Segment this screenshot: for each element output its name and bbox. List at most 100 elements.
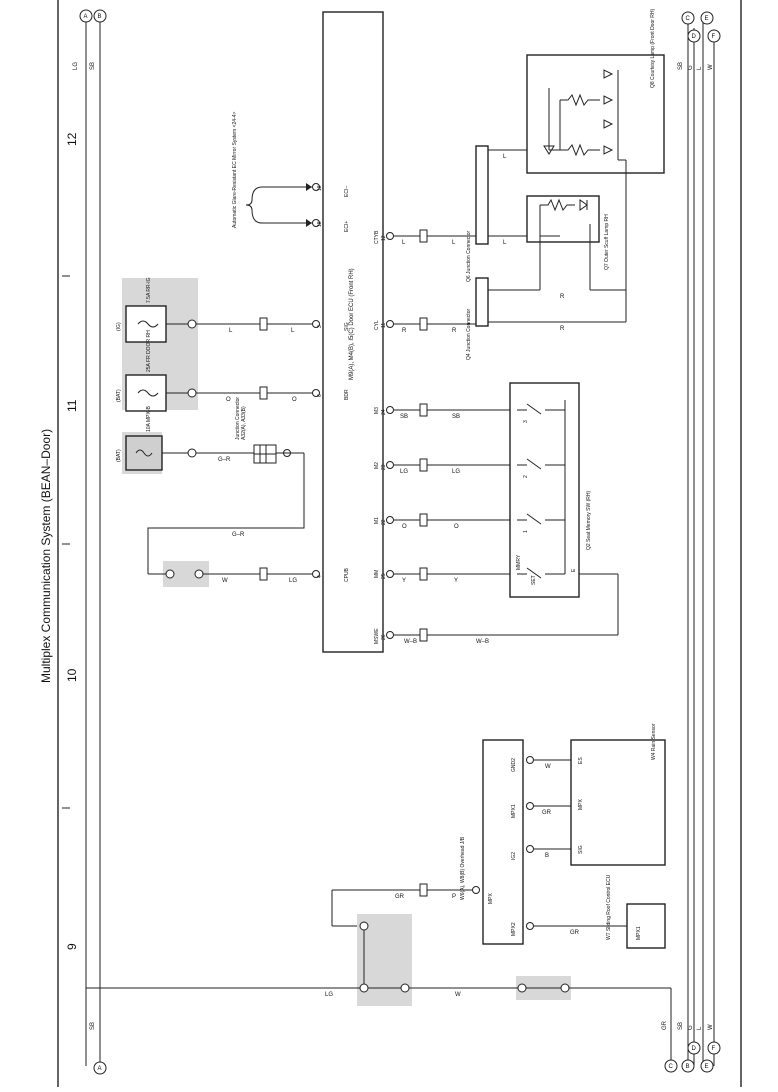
wire-color-g-right: G: [688, 65, 694, 70]
wire-color-sb-bottom: SB: [90, 1022, 96, 1030]
column-numbers: 12 11 10 9: [62, 132, 79, 950]
svg-text:LG: LG: [452, 469, 460, 475]
wire-color-lg-top: LG: [73, 62, 79, 70]
wire-label-bottom-w: W: [455, 992, 461, 998]
wire-label-gr: G–R: [218, 457, 231, 463]
wire-color-g-bottom: G: [688, 1025, 694, 1030]
q8-label: Q8 Courtesy Lamp (Front Door RH): [650, 8, 656, 88]
svg-text:C: C: [669, 1064, 674, 1070]
fuse-mpx-source: (BAT): [116, 449, 122, 462]
svg-text:ECI+: ECI+: [344, 221, 350, 232]
junction-connector-label: Junction Connector: [235, 397, 241, 440]
column-10: 10: [65, 668, 79, 682]
ec-mirror-link: Automatic Glare-Resistant EC Mirror Syst…: [232, 111, 312, 228]
edge-ref-c-top: C: [681, 11, 695, 25]
svg-text:CPUB: CPUB: [344, 567, 350, 582]
wire-color-l-right: L: [697, 66, 703, 70]
svg-text:LG: LG: [400, 469, 408, 475]
wire-color-gr-bottom: GR: [662, 1020, 668, 1030]
svg-text:6: 6: [317, 394, 323, 397]
svg-text:GND2: GND2: [511, 758, 517, 772]
svg-text:SET: SET: [531, 575, 537, 585]
switch-icon: [526, 458, 542, 470]
wire-m3: SB SB: [394, 403, 513, 420]
svg-text:2: 2: [523, 475, 529, 478]
wire-color-l-bottom: L: [697, 1026, 703, 1030]
wire-label-lg: LG: [289, 578, 297, 584]
svg-text:MMRY: MMRY: [516, 554, 522, 570]
wire-label-ig-2: L: [291, 328, 295, 334]
svg-text:D: D: [692, 1046, 697, 1052]
svg-text:R: R: [560, 326, 565, 332]
svg-text:W–B: W–B: [404, 639, 417, 645]
wire-label-bat: O: [226, 397, 231, 403]
bottom-connectors: [359, 921, 410, 993]
edge-ref-c-bottom: C: [664, 1059, 678, 1073]
svg-text:SIG: SIG: [344, 322, 350, 331]
edge-ref-f-top: F: [707, 29, 721, 43]
svg-text:O: O: [402, 524, 407, 530]
junction-connector-a32: G–R Junction Connector A32(A), A33(B): [196, 397, 304, 464]
wire-color-sb-top: SB: [90, 62, 96, 70]
svg-text:24: 24: [381, 409, 387, 415]
fuse-mpx-rating: 10A MPX-B: [146, 405, 152, 432]
lamp-icon: [603, 95, 614, 105]
sliding-roof-label: W7 Sliding Roof Control ECU: [606, 874, 612, 940]
wire-overhead-mpx: P GR: [331, 883, 472, 927]
wire-cyl-q4: R R: [394, 317, 476, 334]
fuse-ig: (IG) 7.5A RR-IG: [116, 277, 197, 343]
svg-text:MPX: MPX: [578, 799, 584, 811]
svg-text:4: 4: [317, 575, 323, 578]
svg-text:25: 25: [381, 573, 387, 579]
wire-color-sb-bottom-right: SB: [678, 1022, 684, 1030]
svg-text:3: 3: [523, 420, 529, 423]
wire-color-sb-right: SB: [678, 62, 684, 70]
diagram-title: Multiplex Communication System (BEAN–Doo…: [39, 429, 53, 683]
overhead-jb: MPX IG2 MPX1 GND2 MPX2 W6(A), W8(B) Over…: [460, 739, 534, 945]
edge-ref-a-bottom: A: [93, 1061, 107, 1075]
wire-m2: LG LG: [394, 458, 513, 475]
wire-label-bottom-lg: LG: [325, 992, 333, 998]
outer-scuff-lamp-q7: Q7 Outer Scuff Lamp RH: [526, 195, 626, 291]
svg-text:CTYB: CTYB: [374, 230, 380, 244]
lamp-icon: [579, 199, 588, 211]
svg-text:A: A: [98, 1066, 102, 1072]
svg-text:B: B: [686, 1064, 690, 1070]
ec-mirror-label: Automatic Glare-Resistant EC Mirror Syst…: [232, 111, 238, 228]
bottom-connectors-2: [517, 983, 570, 993]
overhead-jb-label: W6(A), W8(B) Overhead J/B: [460, 836, 466, 900]
column-9: 9: [65, 943, 79, 950]
wire-label-bat-2: O: [292, 397, 297, 403]
switch-icon: [526, 567, 542, 579]
svg-text:GR: GR: [542, 810, 552, 816]
svg-text:M3: M3: [374, 407, 380, 414]
svg-text:F: F: [712, 1046, 716, 1052]
svg-text:Y: Y: [454, 578, 458, 584]
svg-text:B: B: [545, 853, 549, 859]
edge-ref-d-bottom: D: [687, 1041, 701, 1055]
svg-text:GR: GR: [570, 930, 580, 936]
svg-text:1: 1: [523, 530, 529, 533]
svg-text:P: P: [452, 894, 456, 900]
edge-ref-e-bottom: E: [700, 1059, 714, 1073]
rain-sensor-w4: W GR B ES MPX SIG W4 Rain Sensor: [534, 723, 666, 866]
svg-text:SB: SB: [400, 414, 408, 420]
connector-ig: [259, 317, 268, 331]
svg-text:MPX1: MPX1: [511, 804, 517, 818]
svg-text:O: O: [454, 524, 459, 530]
svg-text:A: A: [84, 14, 88, 20]
svg-text:23: 23: [381, 464, 387, 470]
svg-text:E: E: [705, 16, 709, 22]
svg-text:E: E: [705, 1064, 709, 1070]
svg-text:F: F: [712, 34, 716, 40]
svg-text:MPX: MPX: [488, 893, 494, 905]
sliding-roof-ecu-w7: GR MPX1 W7 Sliding Roof Control ECU: [534, 874, 666, 949]
